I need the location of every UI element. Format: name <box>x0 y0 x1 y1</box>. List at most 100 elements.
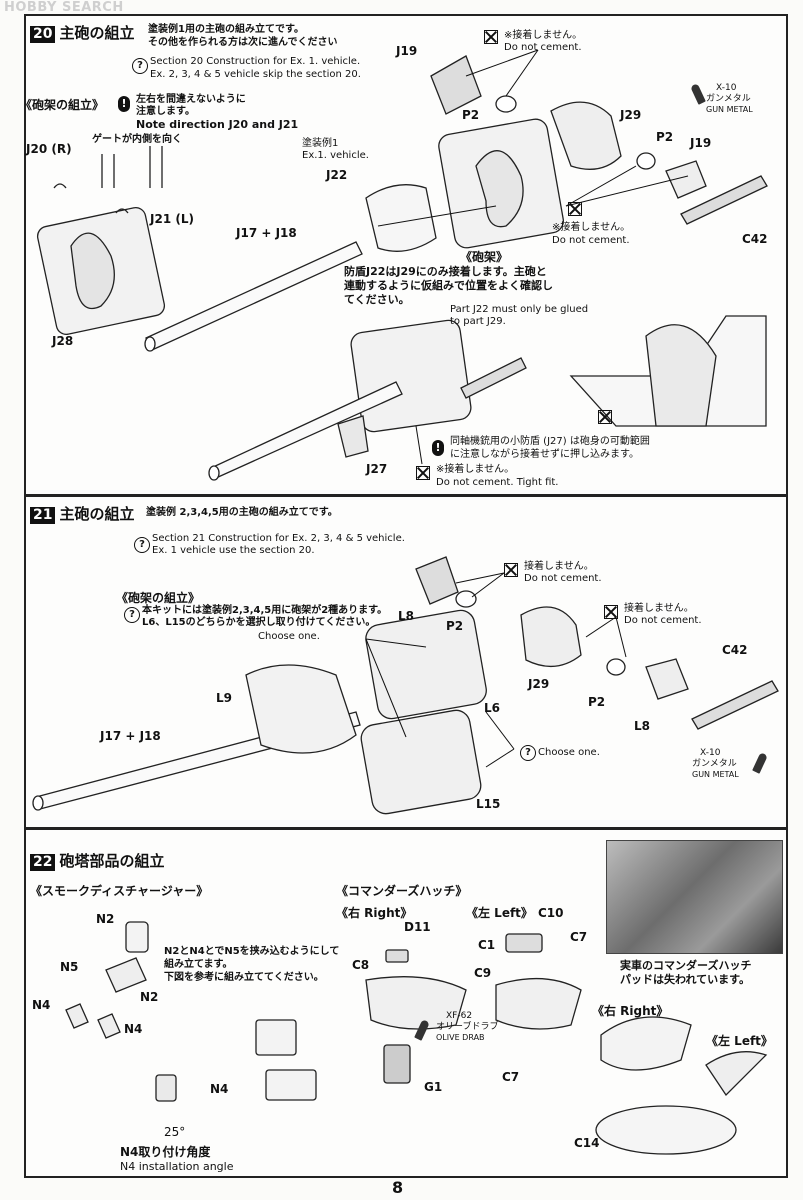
paint-ex1-en: Ex.1. vehicle. <box>302 150 369 161</box>
shield-note-en-1: Part J22 must only be glued <box>450 304 589 315</box>
cradle-header: 《砲架の組立》 <box>20 98 105 112</box>
paint-code: XF-62 <box>446 1011 473 1021</box>
intro-jp-2: その他を作られる方は次に進んでください <box>148 37 338 48</box>
nocement-2-en: Do not cement. <box>552 235 630 246</box>
nocement-1-en: Do not cement. <box>504 42 582 53</box>
cradle-caption: 《砲架》 <box>460 250 509 264</box>
label-g1: G1 <box>424 1080 443 1094</box>
question-icon: ? <box>520 745 536 761</box>
label-c14: C14 <box>574 1136 600 1150</box>
label-d11: D11 <box>404 920 431 934</box>
question-icon: ? <box>132 58 148 74</box>
choose-one-1: Choose one. <box>258 631 320 642</box>
label-j19-a: J19 <box>396 44 418 58</box>
paint-jp: オリーブドラブ <box>436 1022 499 1032</box>
shield-note-jp-1: 防盾J22はJ29にのみ接着します。主砲と <box>344 265 547 278</box>
step-number: 20 <box>30 26 56 43</box>
label-p2-b: P2 <box>588 695 606 709</box>
label-j17j18: J17 + J18 <box>100 729 161 743</box>
paint-en: GUN METAL <box>706 105 753 114</box>
label-c42: C42 <box>722 643 748 657</box>
step-title: 主砲の組立 <box>59 505 135 523</box>
right-header-2: 《右 Right》 <box>592 1004 669 1018</box>
step-title: 砲塔部品の組立 <box>59 852 165 870</box>
label-c9: C9 <box>474 966 492 980</box>
paint-ex1-jp: 塗装例1 <box>302 138 339 149</box>
nocement-2-jp: 接着しません。 <box>624 603 694 614</box>
step-20-drawing <box>36 49 768 481</box>
label-j29: J29 <box>528 677 550 691</box>
watermark: HOBBY SEARCH <box>4 0 124 15</box>
x-box-icon <box>568 202 582 216</box>
nocement-2-jp: ※接着しません。 <box>552 222 631 233</box>
intro-en-2: Ex. 1 vehicle use the section 20. <box>152 545 315 556</box>
label-j19-b: J19 <box>690 136 712 150</box>
label-j21: J21 (L) <box>150 212 194 226</box>
label-c1: C1 <box>478 938 496 952</box>
label-c8: C8 <box>352 958 370 972</box>
left-header-2: 《左 Left》 <box>706 1034 773 1048</box>
real-hatch-photo <box>606 840 783 954</box>
mg-note-jp-1: 同軸機銃用の小防盾 (J27) は砲身の可動範囲 <box>450 436 650 447</box>
label-j20: J20 (R) <box>26 142 72 156</box>
intro-jp-1: 塗装例1用の主砲の組み立てです。 <box>148 24 304 35</box>
label-n5: N5 <box>60 960 79 974</box>
label-c7-a: C7 <box>570 930 588 944</box>
label-n4-c: N4 <box>210 1082 229 1096</box>
hatch-header: 《コマンダーズハッチ》 <box>336 884 468 898</box>
choose-one-2: Choose one. <box>538 747 600 758</box>
label-j28: J28 <box>52 334 74 348</box>
photo-caption-2: パッドは失われています。 <box>620 973 751 986</box>
smoke-note-2: 組み立てます。 <box>164 959 233 970</box>
label-c42: C42 <box>742 232 768 246</box>
left-header: 《左 Left》 <box>466 906 533 920</box>
label-l9: L9 <box>216 691 232 705</box>
label-j17j18: J17 + J18 <box>236 226 297 240</box>
warning-icon: ! <box>118 96 130 112</box>
paint-en: OLIVE DRAB <box>436 1033 485 1042</box>
cradle-note-jp-1: 本キットには塗装例2,3,4,5用に砲架が2種あります。 <box>142 605 388 616</box>
cradle-note-jp-2: 注意します。 <box>136 106 195 117</box>
cradle-note-jp-2: L6、L15のどちらかを選択し取り付けてください。 <box>142 617 376 628</box>
step-title: 主砲の組立 <box>59 24 135 42</box>
intro-en-1: Section 21 Construction for Ex. 2, 3, 4 … <box>152 533 405 544</box>
shield-note-jp-3: てください。 <box>344 293 410 306</box>
paint-jp: ガンメタル <box>692 759 737 769</box>
label-l15: L15 <box>476 797 501 811</box>
step-number: 21 <box>30 507 56 524</box>
intro-en-1: Section 20 Construction for Ex. 1. vehic… <box>150 56 361 67</box>
question-icon: ? <box>124 607 140 623</box>
label-n4-b: N4 <box>124 1022 143 1036</box>
paint-code: X-10 <box>700 748 721 758</box>
nocement-3-jp: ※接着しません。 <box>436 464 515 475</box>
nocement-1-jp: ※接着しません。 <box>504 30 583 41</box>
paint-code: X-10 <box>716 83 737 93</box>
warning-icon: ! <box>432 440 444 456</box>
shield-note-en-2: to part J29. <box>450 316 506 327</box>
label-l8-b: L8 <box>634 719 650 733</box>
x-box-icon <box>416 466 430 480</box>
step-22-drawing <box>65 921 768 1155</box>
label-j22: J22 <box>326 168 348 182</box>
label-c7-b: C7 <box>502 1070 520 1084</box>
label-p2-b: P2 <box>656 130 674 144</box>
label-n2-a: N2 <box>96 912 115 926</box>
angle-value: 25° <box>164 1125 186 1139</box>
x-box-icon <box>484 30 498 44</box>
paint-en: GUN METAL <box>692 770 739 779</box>
intro-jp: 塗装例 2,3,4,5用の主砲の組み立てです。 <box>146 507 338 518</box>
label-c10: C10 <box>538 906 564 920</box>
nocement-1-en: Do not cement. <box>524 573 602 584</box>
label-j29: J29 <box>620 108 642 122</box>
smoke-note-3: 下図を参考に組み立ててください。 <box>164 972 324 983</box>
cradle-header: 《砲架の組立》 <box>116 591 201 605</box>
smoke-header: 《スモークディスチャージャー》 <box>30 884 209 898</box>
cradle-note-jp-1: 左右を間違えないように <box>136 94 246 105</box>
nocement-3-en: Do not cement. Tight fit. <box>436 477 559 488</box>
x-box-icon <box>604 605 618 619</box>
gate-note: ゲートが内側を向く <box>92 134 182 145</box>
